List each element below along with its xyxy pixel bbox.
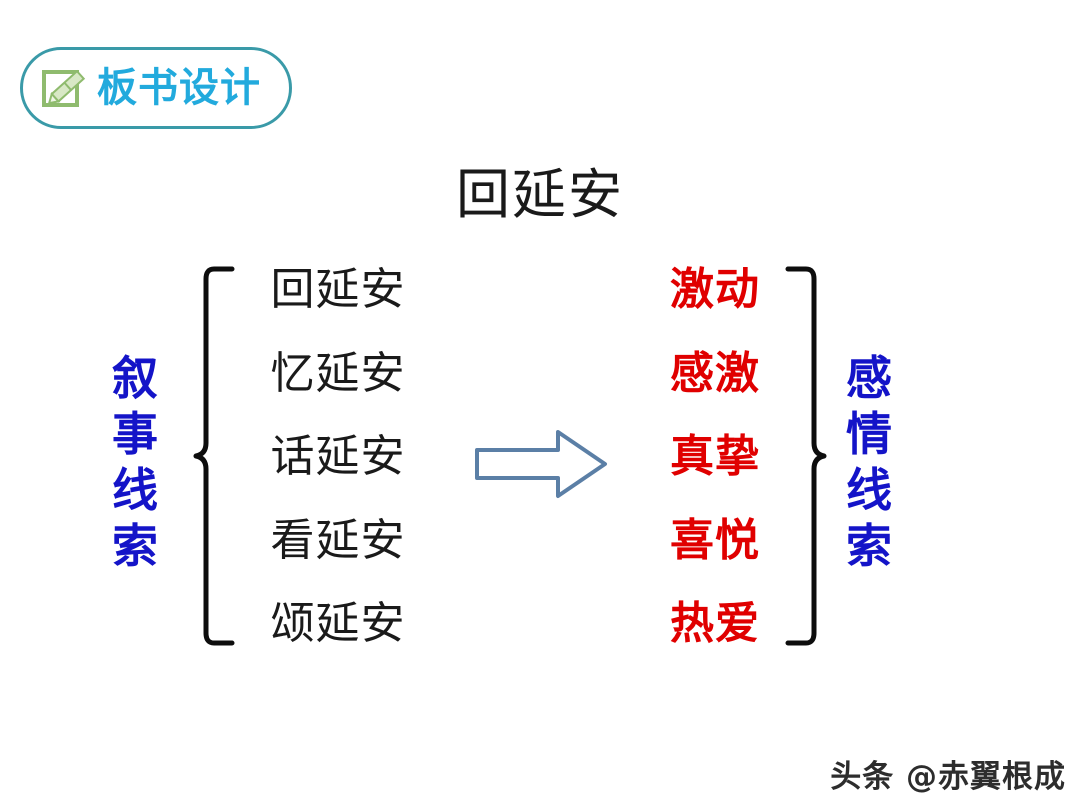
narrative-items-column: 回延安 忆延安 话延安 看延安 颂延安 bbox=[243, 268, 433, 646]
list-item: 忆延安 bbox=[270, 347, 406, 399]
label-char: 线 bbox=[112, 463, 158, 517]
narrative-thread-label: 叙 事 线 索 bbox=[104, 350, 166, 574]
list-item: 喜悦 bbox=[670, 514, 760, 566]
watermark: 头条 @赤翼根成 bbox=[830, 759, 1066, 795]
pencil-note-icon bbox=[41, 65, 87, 111]
label-char: 线 bbox=[846, 463, 892, 517]
label-char: 情 bbox=[846, 407, 892, 461]
list-item: 真挚 bbox=[670, 431, 760, 482]
section-badge-label: 板书设计 bbox=[97, 65, 261, 111]
label-char: 索 bbox=[846, 519, 892, 573]
list-item: 话延安 bbox=[270, 431, 406, 482]
list-item: 回延安 bbox=[270, 264, 406, 315]
page-title: 回延安 bbox=[456, 163, 624, 226]
label-char: 感 bbox=[846, 351, 892, 405]
label-char: 索 bbox=[112, 519, 158, 573]
list-item: 看延安 bbox=[270, 514, 406, 566]
list-item: 颂延安 bbox=[270, 598, 406, 649]
section-badge[interactable]: 板书设计 bbox=[20, 47, 292, 129]
emotion-items-column: 激动 感激 真挚 喜悦 热爱 bbox=[655, 268, 775, 646]
left-curly-brace bbox=[192, 265, 236, 647]
right-block-arrow-icon bbox=[474, 428, 608, 500]
label-char: 事 bbox=[112, 407, 158, 461]
list-item: 激动 bbox=[670, 264, 760, 315]
list-item: 热爱 bbox=[670, 598, 760, 649]
emotion-thread-label: 感 情 线 索 bbox=[838, 350, 900, 574]
list-item: 感激 bbox=[670, 347, 760, 399]
right-curly-brace bbox=[784, 265, 828, 647]
label-char: 叙 bbox=[112, 351, 158, 405]
